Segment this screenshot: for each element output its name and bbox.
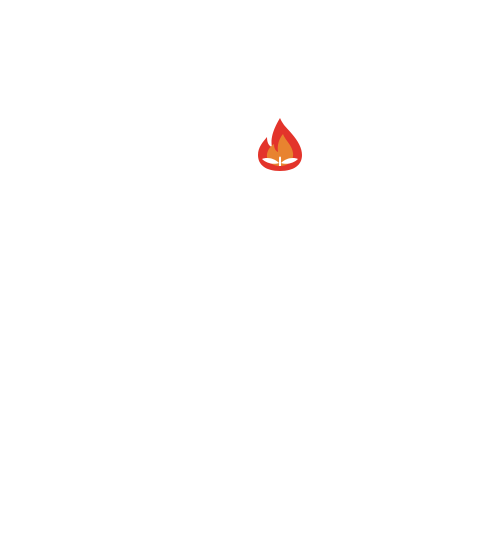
leaf-right-shape <box>281 158 298 164</box>
flame-leaf-icon <box>258 118 302 171</box>
sprout-stem-shape <box>279 156 281 166</box>
flame-inner-shape <box>266 134 294 166</box>
app-logo <box>254 116 306 172</box>
leaf-left-shape <box>262 158 279 164</box>
